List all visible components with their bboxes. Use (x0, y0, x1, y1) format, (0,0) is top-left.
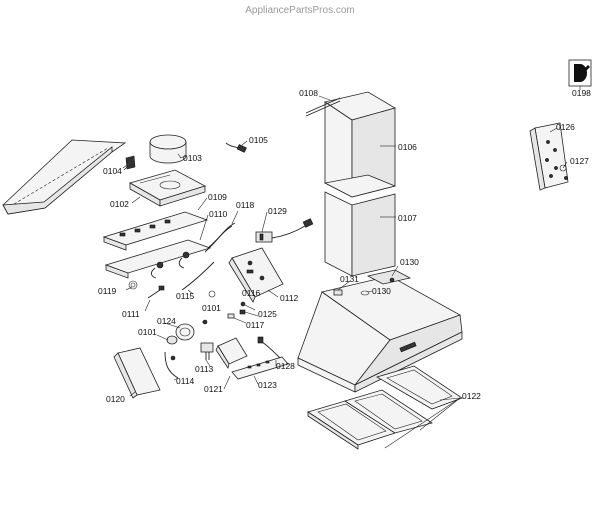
connector-0105 (225, 142, 247, 153)
label-0131: 0131 (340, 274, 359, 284)
capacitor-0101 (170, 355, 176, 361)
motor-0113 (200, 342, 214, 360)
label-0121: 0121 (204, 384, 223, 394)
label-0122: 0122 (462, 391, 481, 401)
fastener-0116 (240, 301, 246, 307)
label-0119: 0119 (98, 286, 117, 296)
housing-plate-0102 (128, 169, 207, 207)
chimney-bracket-0108 (305, 97, 341, 117)
label-0103: 0103 (183, 153, 202, 163)
board-0123 (231, 356, 289, 380)
bracket-0120 (113, 347, 161, 399)
label-0109: 0109 (208, 192, 227, 202)
part-labels: 0108 0106 0107 0130 0131 0130 0122 0198 … (98, 88, 591, 404)
control-box-0121 (215, 337, 248, 369)
adapter-ring-0103 (149, 134, 187, 164)
terminal-0129 (255, 218, 314, 243)
label-0104: 0104 (103, 166, 122, 176)
control-rail-0109 (102, 211, 209, 251)
part-0131 (333, 289, 343, 296)
fastener-0117 (227, 313, 235, 319)
label-0130-top: 0130 (400, 257, 419, 267)
label-0124: 0124 (157, 316, 176, 326)
wire-0118 (204, 222, 236, 253)
panel-0126 (529, 122, 569, 191)
label-0116: 0116 (242, 288, 261, 298)
label-0107: 0107 (398, 213, 417, 223)
label-0112: 0112 (280, 293, 299, 303)
upper-chimney-0106 (324, 91, 397, 198)
label-0115: 0115 (176, 291, 195, 301)
label-0114: 0114 (176, 376, 195, 386)
label-0123: 0123 (258, 380, 277, 390)
label-0110: 0110 (209, 209, 228, 219)
label-0125: 0125 (258, 309, 277, 319)
wire-0115 (181, 261, 216, 298)
label-0130-bottom: 0130 (372, 286, 391, 296)
fan-assembly-0124 (166, 319, 208, 345)
part-0130-small (360, 290, 370, 296)
switch-box-0112 (228, 247, 284, 303)
label-0129: 0129 (268, 206, 287, 216)
manual-tool-icon (568, 59, 592, 87)
label-0111: 0111 (122, 309, 140, 319)
vent-plate-0130 (366, 269, 412, 285)
label-0120: 0120 (106, 394, 125, 404)
fastener-0125 (239, 309, 246, 315)
small-bracket-0104 (122, 155, 136, 170)
grease-panel (2, 139, 127, 215)
fastener-0127 (559, 164, 568, 180)
lower-rail-0110 (104, 239, 212, 279)
label-0118: 0118 (236, 200, 255, 210)
filter-3-0122 (375, 365, 463, 410)
filter-1-0122 (307, 400, 396, 450)
leader-lines (123, 86, 581, 449)
hood-canopy (297, 275, 463, 393)
label-0105: 0105 (249, 135, 268, 145)
lower-chimney-0107 (323, 174, 397, 277)
cable-0128 (257, 336, 281, 359)
label-0128: 0128 (276, 361, 295, 371)
clip-0111 (147, 285, 165, 299)
label-0108: 0108 (299, 88, 318, 98)
label-0102: 0102 (110, 199, 129, 209)
filter-2-0122 (344, 389, 433, 434)
label-0126: 0126 (556, 122, 575, 132)
label-0127: 0127 (570, 156, 589, 166)
watermark: AppliancePartsPros.com (245, 5, 355, 16)
label-0106: 0106 (398, 142, 417, 152)
label-0101: 0101 (138, 327, 157, 337)
wire-0114 (164, 351, 179, 379)
label-0198: 0198 (572, 88, 591, 98)
label-0101-top: 0101 (202, 303, 221, 313)
label-0113: 0113 (195, 364, 214, 374)
spring-0119 (128, 280, 138, 290)
label-0117: 0117 (246, 320, 265, 330)
